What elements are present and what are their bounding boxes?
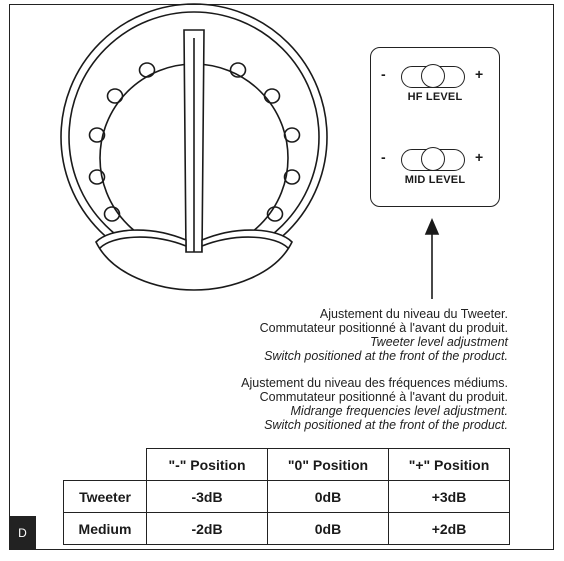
table-cell: +2dB	[388, 512, 510, 545]
table-row: Tweeter -3dB 0dB +3dB	[63, 480, 510, 513]
level-switch-panel: - + HF LEVEL - + MID LEVEL	[370, 47, 500, 207]
speaker-base	[95, 229, 293, 291]
level-table: "-" Position "0" Position "+" Position T…	[63, 448, 510, 545]
table-header-row: "-" Position "0" Position "+" Position	[63, 448, 510, 481]
hf-level-switch-row: - + HF LEVEL	[371, 62, 499, 103]
pointer-arrow-head	[424, 217, 440, 235]
header-zero-position: "0" Position	[267, 448, 389, 481]
hf-switch-knob[interactable]	[421, 64, 445, 88]
midrange-fr-line2: Commutateur positionné à l'avant du prod…	[259, 390, 508, 404]
mid-level-switch[interactable]	[401, 147, 465, 171]
midrange-fr-line1: Ajustement du niveau des fréquences médi…	[241, 376, 508, 390]
tweeter-fr-line1: Ajustement du niveau du Tweeter.	[319, 307, 508, 321]
hf-level-label: HF LEVEL	[407, 91, 463, 103]
table-cell: -2dB	[146, 512, 268, 545]
table-corner-cell	[63, 448, 147, 481]
hf-plus-label: +	[475, 66, 484, 82]
tweeter-en-line1: Tweeter level adjustment	[369, 335, 508, 349]
page-section-badge: D	[9, 516, 36, 550]
midrange-description: Ajustement du niveau des fréquences médi…	[241, 376, 508, 432]
table-cell: -3dB	[146, 480, 268, 513]
row-label-tweeter: Tweeter	[63, 480, 147, 513]
tweeter-description: Ajustement du niveau du Tweeter. Commuta…	[260, 307, 508, 363]
page-frame	[9, 4, 554, 550]
mid-plus-label: +	[475, 149, 484, 165]
mid-level-label: MID LEVEL	[404, 174, 466, 186]
midrange-en-line1: Midrange frequencies level adjustment.	[290, 404, 508, 418]
tweeter-en-line2: Switch positioned at the front of the pr…	[264, 349, 508, 363]
tweeter-fr-line2: Commutateur positionné à l'avant du prod…	[259, 321, 508, 335]
midrange-en-line2: Switch positioned at the front of the pr…	[264, 418, 508, 432]
hf-level-switch[interactable]	[401, 64, 465, 88]
mid-level-switch-row: - + MID LEVEL	[371, 145, 499, 186]
table-cell: 0dB	[267, 480, 389, 513]
header-plus-position: "+" Position	[388, 448, 510, 481]
mid-switch-knob[interactable]	[421, 147, 445, 171]
mounting-holes	[88, 54, 301, 222]
table-row: Medium -2dB 0dB +2dB	[63, 512, 510, 545]
row-label-medium: Medium	[63, 512, 147, 545]
table-cell: 0dB	[267, 512, 389, 545]
table-cell: +3dB	[388, 480, 510, 513]
mid-minus-label: -	[381, 149, 386, 165]
hf-minus-label: -	[381, 66, 386, 82]
header-minus-position: "-" Position	[146, 448, 268, 481]
